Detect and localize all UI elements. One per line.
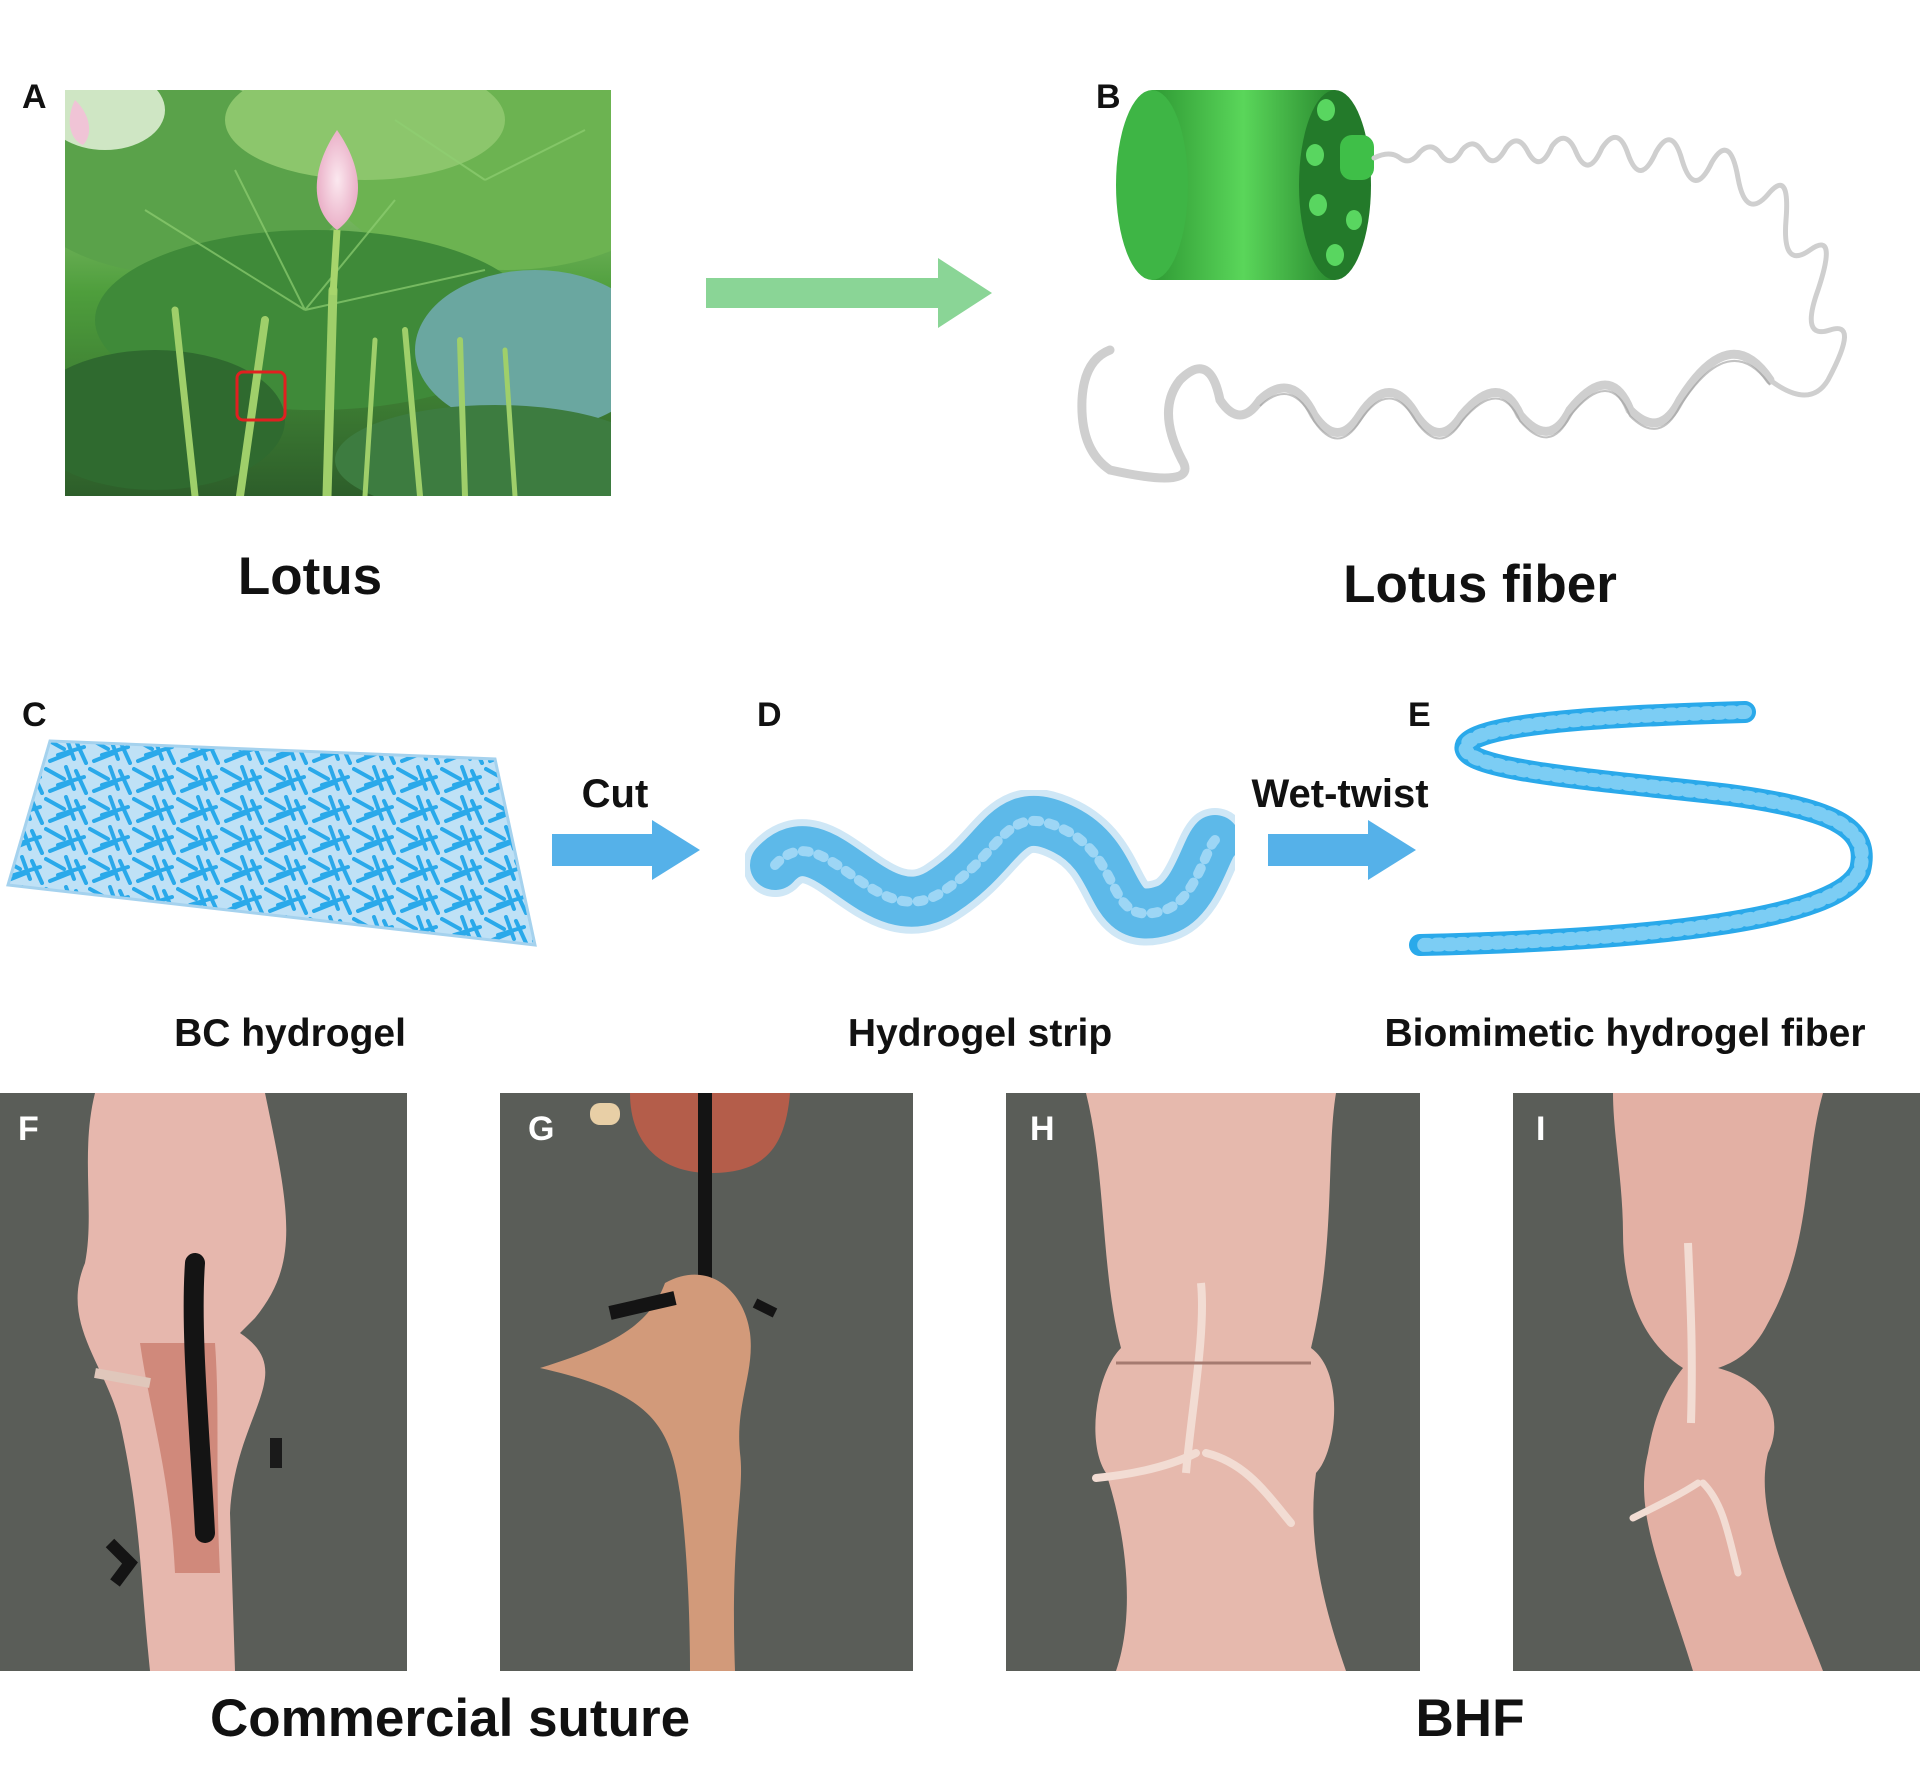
panel-label-b: B	[1096, 78, 1121, 116]
panel-label-e: E	[1408, 696, 1431, 734]
panel-label-h: H	[1030, 1110, 1055, 1148]
panel-label-a: A	[22, 78, 47, 116]
photo-i-bhf	[1513, 1093, 1920, 1671]
caption-lotus-fiber: Lotus fiber	[1343, 555, 1617, 614]
lotus-fiber-illustration	[1070, 80, 1900, 510]
panel-label-f: F	[18, 1110, 39, 1148]
panel-label-c: C	[22, 696, 47, 734]
caption-commercial-suture: Commercial suture	[209, 1689, 691, 1748]
caption-biomimetic-fiber: Biomimetic hydrogel fiber	[1384, 1012, 1866, 1055]
caption-bc-hydrogel: BC hydrogel	[174, 1012, 406, 1055]
cut-label: Cut	[581, 772, 649, 816]
photo-f-commercial-suture	[0, 1093, 407, 1671]
biomimetic-fiber-illustration	[1400, 700, 1880, 970]
photo-g-commercial-suture	[500, 1093, 913, 1671]
caption-lotus: Lotus	[237, 547, 383, 606]
wet-twist-arrow	[1268, 820, 1416, 880]
photo-h-bhf	[1006, 1093, 1420, 1671]
hydrogel-strip-illustration	[745, 790, 1235, 950]
panel-label-i: I	[1536, 1110, 1546, 1148]
lotus-photo	[65, 90, 611, 496]
panel-label-g: G	[528, 1110, 555, 1148]
cut-arrow	[552, 820, 700, 880]
caption-bhf: BHF	[1415, 1689, 1525, 1748]
caption-hydrogel-strip: Hydrogel strip	[847, 1012, 1113, 1055]
panel-label-d: D	[757, 696, 782, 734]
bc-hydrogel-illustration	[0, 735, 540, 955]
lotus-to-fiber-arrow	[706, 258, 992, 328]
wet-twist-label: Wet-twist	[1251, 772, 1429, 816]
